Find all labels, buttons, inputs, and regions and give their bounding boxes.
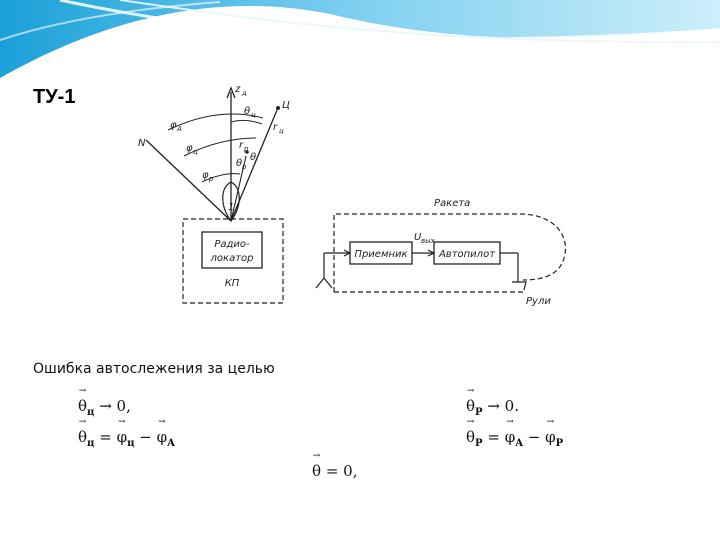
formula-theta-p-definition: θP = φA − φP [466,417,564,449]
formula-theta-c-limit: θц → 0, [78,386,131,418]
theta-c-label: θ [244,106,250,117]
formula-b-sub: A [167,438,175,449]
slide-title: ТУ-1 [33,86,76,108]
formula-var: θ [78,417,87,446]
autopilot-label: Автопилот [438,249,496,260]
north-label: N [138,138,146,149]
formula-sub: P [475,438,483,449]
r-c-label: r [273,122,278,133]
phi-a-label: φ [170,120,177,131]
u-out-label: U [414,232,422,243]
formula-eq: = [487,428,500,446]
beam-label: 1 [228,202,234,213]
antenna-icon [315,277,333,289]
phi-p-arc [201,173,241,183]
formula-a-sub: ц [127,438,135,449]
formula-minus: − [527,428,541,446]
u-out-sub: вых [421,237,436,245]
formula-rest: = 0, [325,462,358,480]
phi-c-arc [183,137,257,157]
formula-var: θ [466,417,475,446]
formula-rest: → 0. [487,397,519,415]
z-axis-label: z [234,84,241,95]
rudders-label: Рули [526,296,551,307]
r-c-sub: ц [279,127,284,135]
theta-label: θ [250,152,256,163]
theta-c-arc [230,119,263,125]
missile-label: Ракета [434,198,470,209]
receiver-to-autopilot-arrow [427,249,436,257]
formula-b: φ [157,417,168,446]
receiver-label: Приемник [354,249,407,260]
formula-sub: P [475,407,483,418]
formula-theta-zero: θ = 0, [312,451,358,480]
phi-c-sub: ц [193,148,198,156]
radar-beam-lobe [222,181,240,223]
rudders-icon [512,281,527,291]
header-wave-decoration [0,0,720,78]
north-line [145,139,232,222]
missile-line [230,155,247,222]
formula-var: θ [466,386,475,415]
formula-a: φ [505,417,516,446]
radar-box [201,231,263,269]
antenna-feed-arrow [343,249,352,257]
phi-c-label: φ [186,143,193,154]
radar-label-line2: локатор [210,253,254,264]
missile-point [245,150,249,154]
z-axis-arrow [226,86,236,99]
theta-p-sub: р [241,163,247,171]
phi-p-sub: р [208,175,214,183]
formula-a: φ [117,417,128,446]
phi-a-sub: A [176,125,182,133]
phi-a-arc [167,113,264,131]
formula-var: θ [312,451,321,480]
r-p-sub: р [243,145,249,153]
formula-a-sub: A [515,438,523,449]
formula-rest: → 0, [99,397,131,415]
formula-b-sub: P [555,438,564,449]
caption: Ошибка автослежения за целью [33,361,275,377]
target-label: Ц [282,100,290,111]
radar-label-line1: Радио- [214,239,250,250]
command-post-box [182,218,284,304]
command-post-label: КП [225,278,240,289]
theta-c-sub: ц [251,111,256,119]
formula-minus: − [139,428,152,446]
target-point [276,106,280,110]
formula-sub: ц [87,438,95,449]
formula-b: φ [545,417,556,446]
phi-p-label: φ [202,170,209,181]
formula-theta-c-definition: θц = φц − φA [78,417,175,449]
formula-sub: ц [87,407,95,418]
formula-eq: = [99,428,112,446]
tracking-diagram: z A N Ц φ A φ ц φ р θ ц r ц r р θ р θ 1 [138,84,567,307]
formula-theta-p-limit: θP → 0. [466,386,519,418]
missile-frame [333,213,567,292]
z-axis-sub: A [241,90,247,98]
theta-p-label: θ [236,158,242,169]
formula-var: θ [78,386,87,415]
r-p-label: r [239,140,244,151]
